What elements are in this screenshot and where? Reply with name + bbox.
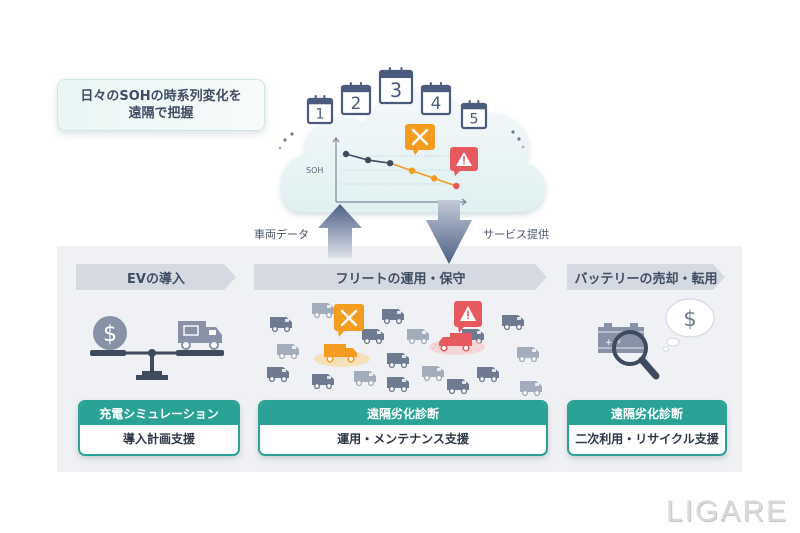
red-truck-icon	[439, 333, 472, 352]
stage-battery-resale: バッテリーの売却・転用	[567, 264, 725, 290]
van-icon	[267, 367, 289, 383]
ligare-logo: LIGARE	[665, 495, 788, 528]
soh-segment	[367, 159, 391, 164]
calendar-icon-5: 5	[460, 100, 488, 130]
fleet-illustration	[267, 301, 542, 397]
wrench-screwdriver-icon	[411, 128, 429, 146]
calendar-day: 2	[351, 93, 362, 113]
van-icon	[407, 329, 429, 345]
service-card-battery: 遠隔劣化診断 二次利用・リサイクル支援	[567, 400, 727, 456]
van-icon	[387, 377, 409, 393]
dollar-coin-icon: $	[93, 316, 127, 350]
alert-bubble	[450, 147, 478, 176]
callout-line-2: 遠隔で把握	[128, 106, 194, 121]
cloud-soh-monitor: 1 2 3 4 5 SOH	[278, 67, 546, 212]
service-provision-label: サービス提供	[483, 228, 549, 241]
van-icon	[312, 303, 334, 319]
soh-segment	[389, 162, 413, 172]
stage-ev-introduction: EVの導入	[76, 264, 236, 290]
stage-fleet-operation: フリートの運用・保守	[254, 264, 547, 290]
calendar-icon-3: 3	[378, 67, 414, 105]
battery-icon: + ⚡	[598, 323, 644, 353]
soh-point	[386, 159, 394, 167]
dots-left	[278, 132, 294, 150]
scale-pan-right	[176, 350, 224, 356]
soh-point	[408, 167, 416, 174]
warning-icon	[460, 306, 476, 321]
soh-point	[453, 182, 460, 190]
dots-right	[511, 130, 525, 149]
soh-label: SOH	[306, 166, 323, 175]
arrow-up-vehicle-data	[318, 204, 362, 258]
balance-scale-illustration: $	[90, 316, 224, 380]
van-icon	[277, 344, 299, 360]
stage-title: EVの導入	[127, 271, 185, 287]
price-thought-bubble: $	[662, 298, 715, 352]
scale-pan-left	[90, 350, 126, 356]
data-flow-arrows	[318, 200, 472, 264]
card-title: 充電シミュレーション	[80, 402, 238, 425]
van-icon	[270, 317, 292, 333]
calendar-icon-1: 1	[306, 95, 334, 125]
vehicle-data-label: 車両データ	[254, 228, 309, 241]
service-card-fleet: 遠隔劣化診断 運用・メンテナンス支援	[258, 400, 548, 456]
warning-icon	[456, 152, 472, 166]
calendar-day: 4	[431, 93, 442, 113]
soh-point	[342, 150, 350, 158]
calendar-day: 1	[315, 107, 324, 123]
soh-point	[431, 175, 438, 182]
van-icon	[447, 379, 469, 395]
calendar-icon-2: 2	[340, 82, 372, 116]
van-icon	[354, 371, 376, 387]
van-icon	[387, 353, 409, 369]
wrench-screwdriver-icon	[340, 309, 358, 327]
calendar-icon-4: 4	[420, 82, 452, 116]
card-title: 遠隔劣化診断	[260, 402, 546, 425]
arrow-down-service	[426, 200, 472, 264]
card-subtitle: 導入計画支援	[122, 432, 195, 446]
card-title: 遠隔劣化診断	[569, 402, 725, 425]
van-icon	[477, 367, 499, 383]
scale-base	[136, 375, 168, 380]
van-icon	[517, 347, 539, 363]
soh-callout: 日々のSOHの時系列変化を 遠隔で把握	[57, 79, 265, 131]
svg-text:$: $	[103, 322, 117, 347]
maintenance-bubble	[405, 124, 435, 155]
van-icon	[312, 374, 334, 390]
battery-inspection-illustration: $ + ⚡	[598, 298, 715, 380]
orange-truck-icon	[324, 344, 357, 363]
dollar-icon: $	[683, 307, 696, 331]
card-subtitle: 運用・メンテナンス支援	[337, 432, 469, 446]
van-icon	[362, 329, 384, 345]
service-card-charging: 充電シミュレーション 導入計画支援	[78, 400, 240, 456]
van-icon	[422, 366, 444, 382]
soh-point	[364, 156, 372, 164]
soh-chart: SOH	[306, 124, 478, 206]
stage-title: バッテリーの売却・転用	[574, 271, 718, 287]
soh-segment	[345, 153, 369, 161]
magnifier-icon	[612, 330, 660, 380]
ev-truck-icon	[178, 321, 222, 350]
van-icon	[520, 381, 542, 397]
soh-segment	[433, 177, 457, 187]
calendar-day: 3	[390, 79, 402, 102]
stage-title: フリートの運用・保守	[335, 271, 466, 287]
card-subtitle: 二次利用・リサイクル支援	[575, 432, 719, 446]
callout-line-1: 日々のSOHの時系列変化を	[80, 89, 242, 104]
van-icon	[382, 309, 404, 325]
soh-segment	[411, 170, 435, 180]
alert-bubble	[454, 301, 482, 333]
calendar-day: 5	[469, 112, 478, 128]
van-icon	[502, 315, 524, 331]
maintenance-bubble	[334, 304, 364, 337]
